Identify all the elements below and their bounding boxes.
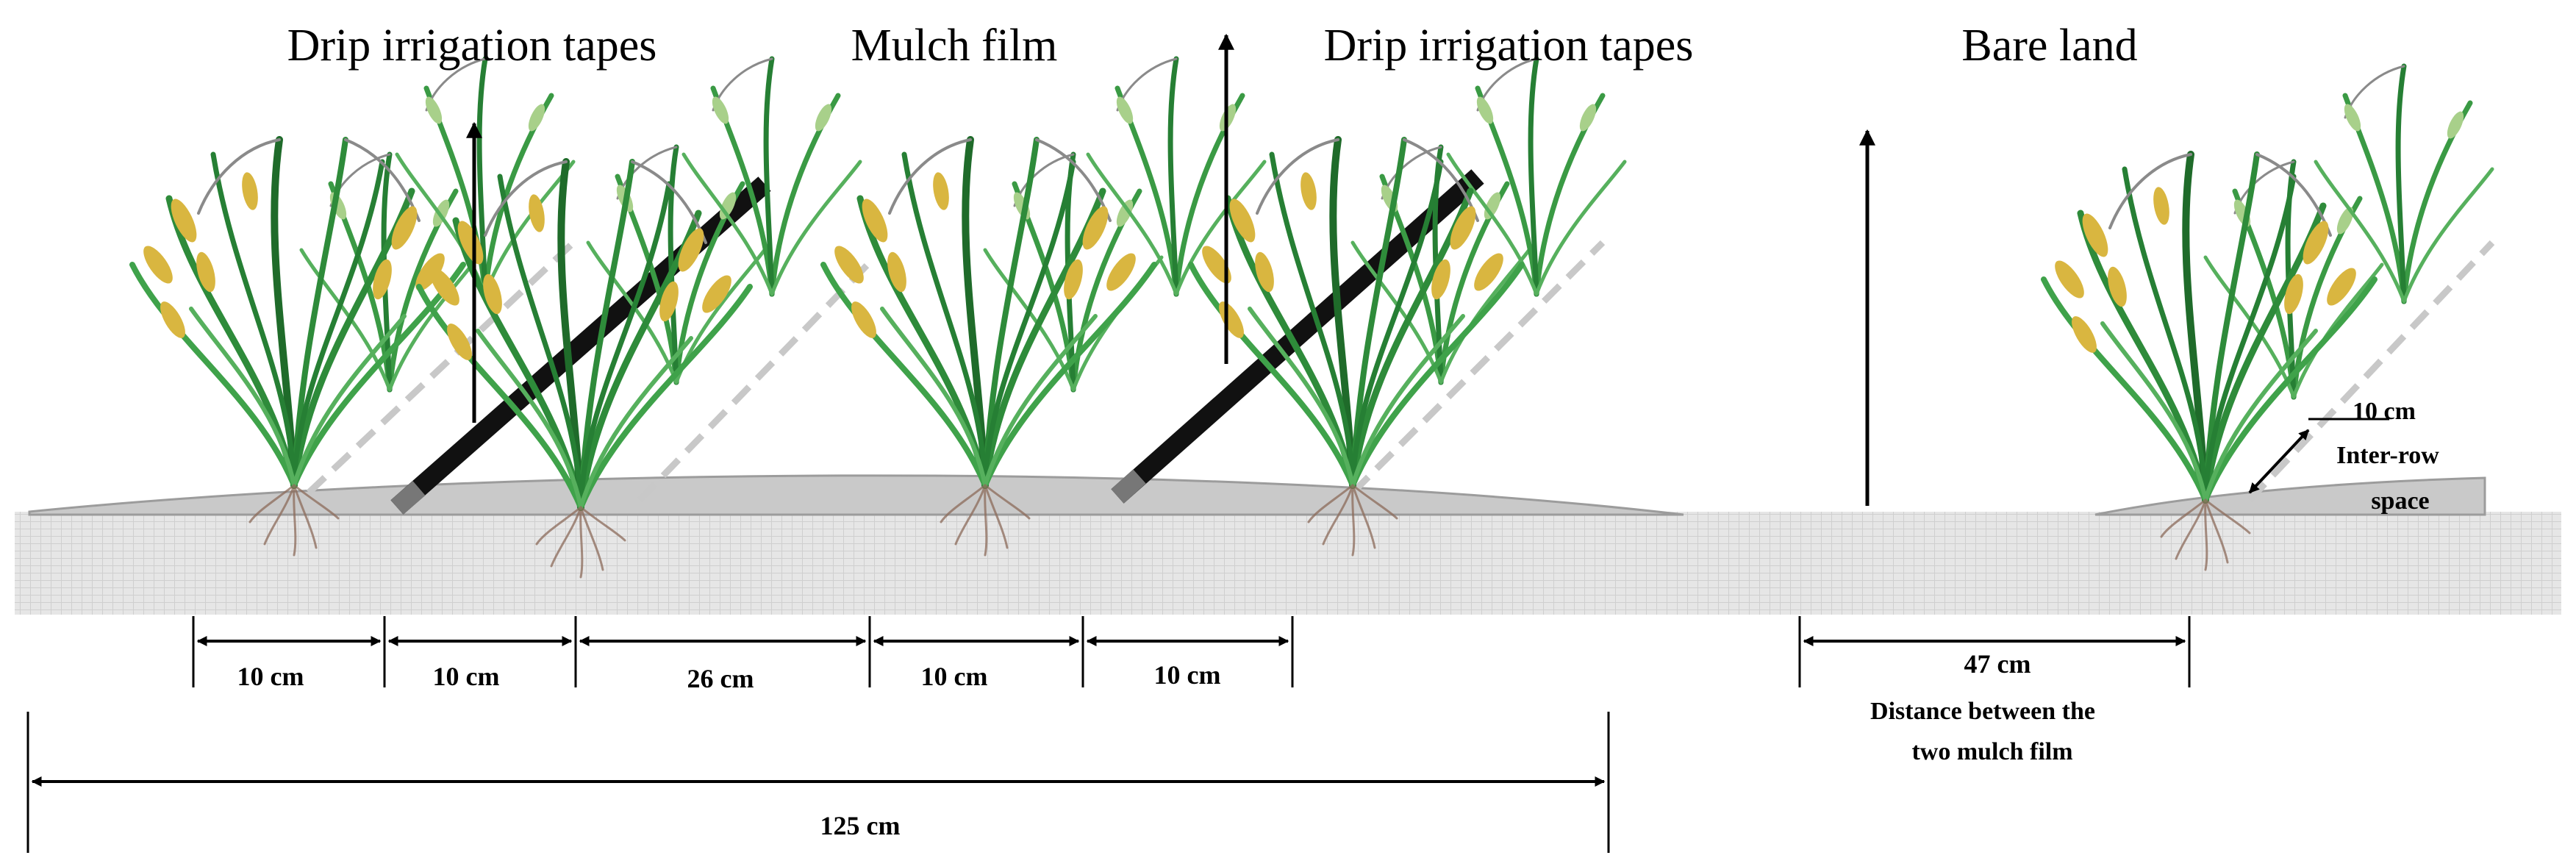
dim-label-2: 10 cm	[433, 662, 500, 691]
row-guide-lines	[306, 240, 2495, 503]
mulch-film-mound	[28, 474, 1684, 516]
interrow-arrow	[2248, 429, 2310, 494]
dim-label-4: 10 cm	[921, 662, 988, 691]
distance-note-line2: two mulch film	[1911, 738, 2072, 765]
drip-irrigation-tape-right	[1111, 169, 1484, 504]
dim-label-1: 10 cm	[237, 662, 304, 691]
title-mulch-film: Mulch film	[851, 21, 1058, 71]
dimension-ticks	[26, 616, 2191, 853]
interrow-value: 10 cm	[2353, 398, 2416, 425]
dim-label-bare-width: 47 cm	[1964, 649, 2031, 679]
dim-label-total: 125 cm	[820, 811, 901, 840]
interrow-label-line1: Inter-row	[2336, 442, 2439, 469]
dim-label-5: 10 cm	[1154, 660, 1221, 690]
soil-strip	[15, 512, 2561, 615]
interrow-label-line2: space	[2371, 487, 2429, 515]
title-bare-land: Bare land	[1961, 21, 2137, 71]
dim-label-3: 26 cm	[687, 664, 754, 693]
distance-note-line1: Distance between the	[1870, 698, 2095, 725]
title-drip-irrigation-left: Drip irrigation tapes	[287, 21, 657, 71]
title-drip-irrigation-right: Drip irrigation tapes	[1324, 21, 1694, 71]
dimension-lines	[31, 636, 2186, 787]
